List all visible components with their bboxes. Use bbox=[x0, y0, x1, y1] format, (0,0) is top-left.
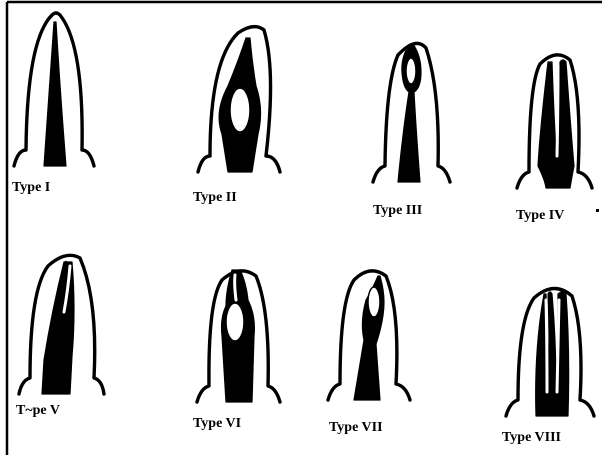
tooth-type-1 bbox=[14, 13, 94, 166]
label-type-6: Type VI bbox=[193, 416, 241, 431]
tooth-type-5 bbox=[19, 255, 104, 394]
tooth-type-7 bbox=[328, 271, 410, 400]
label-type-7: Type VII bbox=[329, 420, 383, 435]
tooth-type-2 bbox=[198, 27, 280, 172]
label-type-1: Type I bbox=[12, 180, 50, 195]
label-type-3: Type III bbox=[373, 203, 422, 218]
tooth-type-6 bbox=[197, 270, 280, 402]
tooth-type-8 bbox=[506, 288, 594, 416]
tooth-type-3 bbox=[373, 43, 450, 182]
label-type-8: Type VIII bbox=[502, 430, 561, 445]
label-type-5: T~pe V bbox=[16, 403, 60, 418]
tooth-type-4 bbox=[517, 55, 592, 188]
stray-mark bbox=[596, 209, 599, 212]
label-type-4: Type IV bbox=[516, 208, 564, 223]
label-type-2: Type II bbox=[193, 190, 237, 205]
